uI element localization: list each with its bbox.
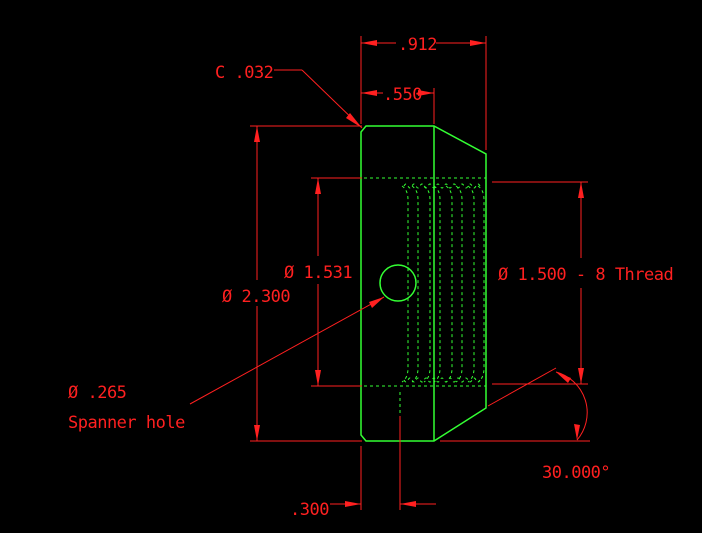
arrowhead — [369, 297, 384, 308]
dim-thread-label: Ø 1.500 - 8 Thread — [498, 265, 673, 285]
hidden-lines — [364, 177, 486, 413]
dim-hole-offset-label: .300 — [290, 500, 329, 520]
thread-line — [467, 185, 475, 383]
arrowhead — [400, 501, 416, 507]
dim-head-length: .550 — [361, 85, 435, 124]
dim-outer-diameter-label: Ø 2.300 — [222, 287, 290, 307]
part-outline — [360, 125, 487, 442]
arrowhead — [254, 126, 260, 142]
thread-hidden-lines — [401, 183, 485, 383]
thread-crest-bottom — [403, 377, 481, 383]
arrowhead — [556, 372, 571, 383]
arrowhead — [470, 40, 486, 46]
thread-line — [411, 185, 419, 383]
arrowhead — [346, 113, 362, 128]
arrowhead — [315, 178, 321, 194]
dim-bore-diameter: Ø 1.531 — [284, 177, 362, 387]
thread-line — [477, 185, 485, 383]
dim-thread: Ø 1.500 - 8 Thread — [492, 181, 674, 385]
thread-line — [423, 185, 431, 383]
arrowhead — [418, 90, 434, 96]
dim-overall-length-label: .912 — [398, 35, 437, 55]
dim-chamfer-label: C .032 — [215, 63, 273, 83]
arrowhead — [578, 368, 584, 384]
dim-spanner-hole-dia: Ø .265 — [68, 383, 126, 403]
dim-overall-length: .912 — [360, 35, 487, 150]
spanner-hole-circle — [379, 264, 417, 302]
thread-crest-top — [403, 183, 481, 189]
dim-outer-diameter: Ø 2.300 — [222, 125, 362, 442]
arrowhead — [315, 370, 321, 386]
dim-spanner-hole: Ø .265 Spanner hole — [68, 296, 385, 433]
thread-line — [401, 185, 409, 383]
dim-spanner-hole-label: Spanner hole — [68, 413, 185, 433]
arrowhead — [361, 90, 377, 96]
arrowhead — [574, 424, 580, 440]
thread-line — [445, 185, 453, 383]
arrowhead — [345, 501, 361, 507]
dim-chamfer: C .032 — [215, 63, 363, 129]
arrowhead — [578, 182, 584, 198]
dim-bore-diameter-label: Ø 1.531 — [284, 263, 352, 283]
dim-head-length-label: .550 — [383, 85, 422, 105]
dim-taper-angle: 30.000° — [440, 367, 611, 483]
dim-hole-offset: .300 — [290, 416, 436, 520]
thread-line — [433, 185, 441, 383]
arrowhead — [361, 40, 377, 46]
thread-line — [455, 185, 463, 383]
arrowhead — [254, 425, 260, 441]
dim-taper-angle-label: 30.000° — [542, 463, 610, 483]
